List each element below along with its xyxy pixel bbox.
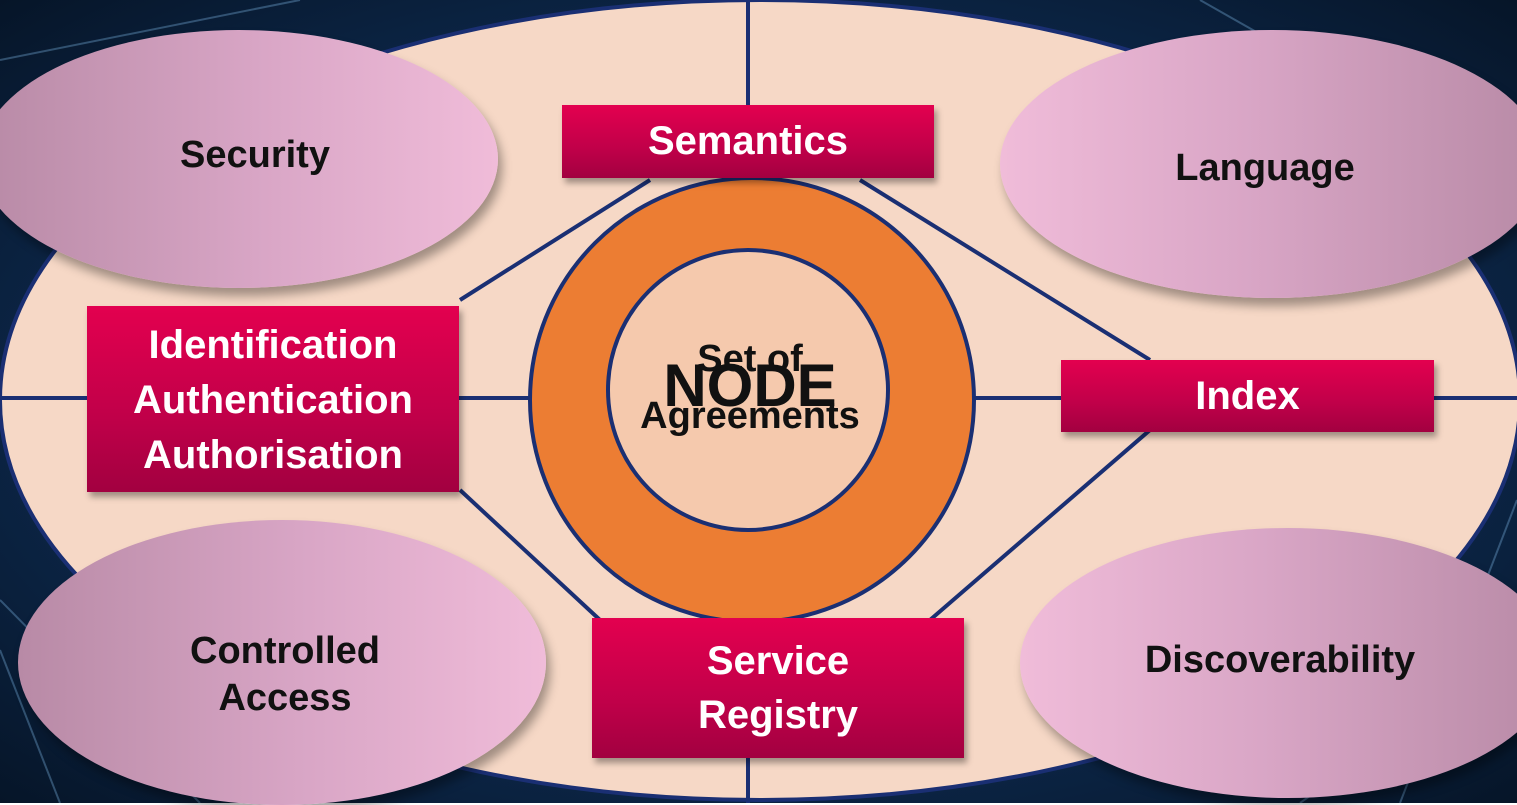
discoverability-label: Discoverability [1144,638,1416,681]
semantics-box: Semantics [562,105,934,178]
authentication-label: Authentication [133,378,413,422]
index-label: Index [1195,373,1300,418]
controlled-access-label: Controlled Access [190,629,380,720]
service-registry-box: Service Registry [592,618,964,758]
language-ellipse [1000,30,1517,298]
security-label: Security [180,133,330,176]
service-registry-label: Service Registry [697,639,859,737]
identification-label: Identification [148,323,398,367]
node-title: NODE [663,351,837,419]
index-box: Index [1061,360,1434,432]
authorisation-label: Authorisation [143,433,403,477]
discoverability-ellipse [1020,528,1517,798]
semantics-label: Semantics [647,119,849,163]
security-ellipse [0,30,498,288]
agreements-subtitle: Set of Agreements [640,337,860,437]
controlled-access-ellipse [18,520,546,805]
inner-circle [606,248,890,532]
iaa-box: Identification Authentication Authorisat… [87,306,459,492]
language-label: Language [1175,146,1355,189]
